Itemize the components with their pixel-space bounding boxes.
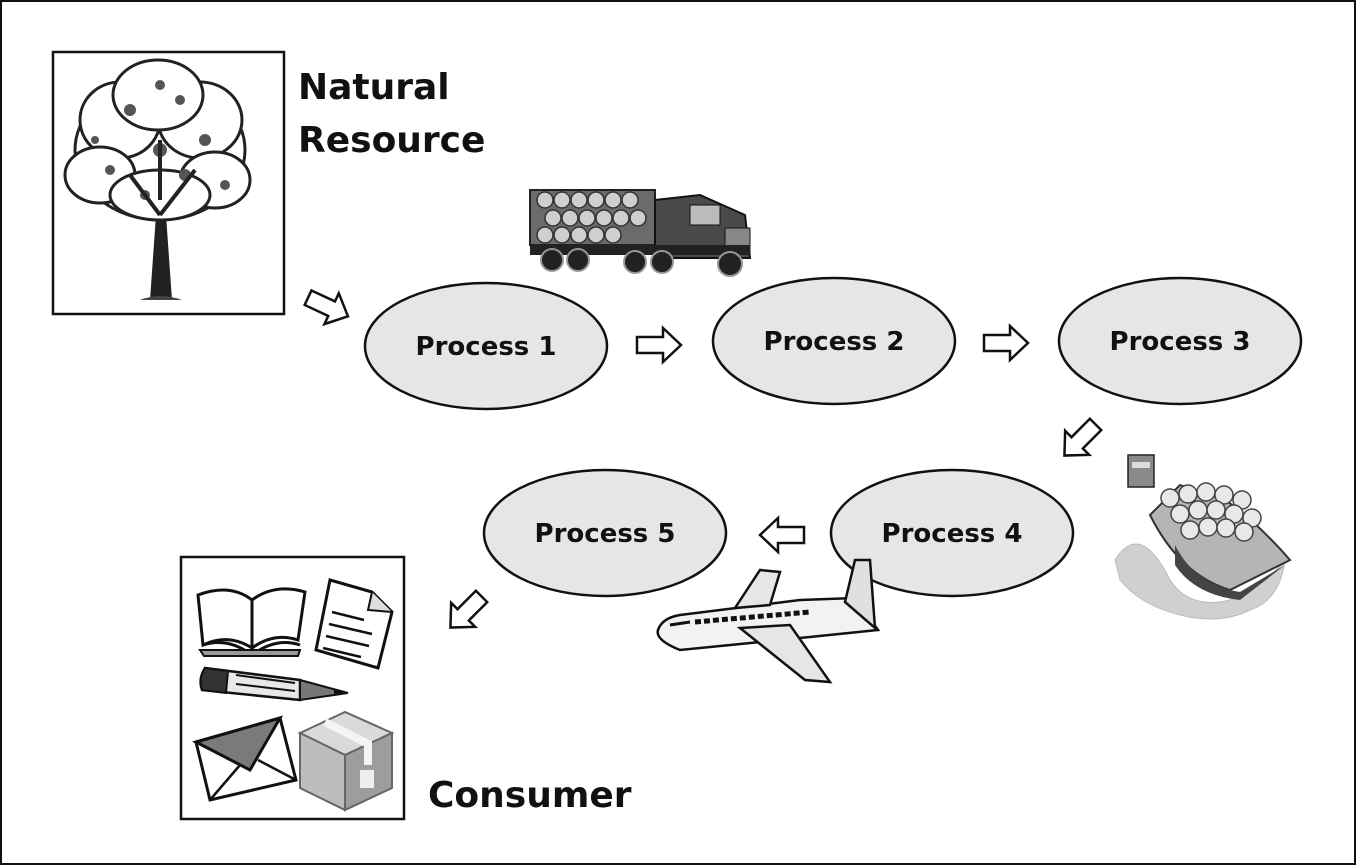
process-1-label: Process 1 [416,332,557,362]
arrow-process-5-to-consumer [437,583,495,641]
cargo-ship-icon [1114,454,1292,620]
envelope-icon [191,715,298,802]
document-icon [314,578,394,670]
airplane-icon [656,558,881,684]
process-1-node: Process 1 [363,281,609,411]
process-5-label: Process 5 [535,519,676,549]
process-4-node: Process 4 [829,468,1075,598]
process-2-node: Process 2 [711,276,957,406]
box-icon [297,710,395,812]
arrow-process-3-to-4 [1051,411,1109,469]
consumer-title: Consumer [428,775,632,816]
arrow-process-1-to-2 [635,326,683,364]
process-2-label: Process 2 [764,327,905,357]
pencil-icon [199,666,349,702]
process-3-node: Process 3 [1057,276,1303,406]
arrow-resource-to-process-1 [299,281,357,333]
arrow-process-2-to-3 [982,324,1030,362]
arrow-process-4-to-5 [758,516,806,554]
tree-icon [63,58,252,300]
process-4-label: Process 4 [882,519,1023,549]
process-5-node: Process 5 [482,468,728,598]
natural-resource-title-line1: Natural [298,67,450,108]
process-3-label: Process 3 [1110,327,1251,357]
natural-resource-title-line2: Resource [298,120,485,161]
book-icon [196,587,307,657]
logging-truck-icon [529,189,752,277]
